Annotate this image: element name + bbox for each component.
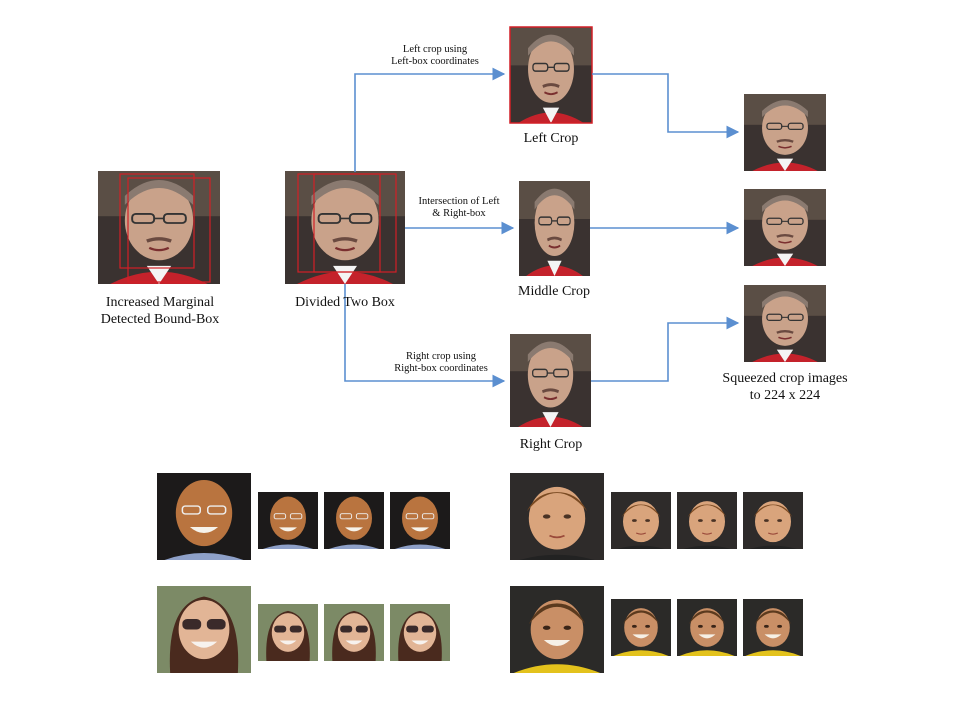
- example-2-original: [510, 473, 604, 560]
- edge-right-label: Right crop using Right-box coordinates: [394, 351, 488, 374]
- example-1-crop-2: [324, 492, 384, 549]
- divided-box-image: [285, 171, 405, 284]
- left-crop-label: Left Crop: [523, 131, 579, 146]
- example-1-crop-1: [258, 492, 318, 549]
- squeezed-image-1: [744, 94, 826, 171]
- left-crop-image: [509, 26, 593, 124]
- arrow-to-left-crop: [354, 67, 506, 172]
- arrows: [344, 67, 740, 388]
- example-3-crop-2: [324, 604, 384, 661]
- example-3-original: [157, 586, 251, 673]
- squeezed-image-2: [744, 189, 826, 266]
- edge-left-label: Left crop using Left-box coordinates: [391, 44, 479, 67]
- arrow-right-to-squeezed: [591, 316, 740, 382]
- example-2-crop-1: [611, 492, 671, 549]
- divided-box-label: Divided Two Box: [295, 295, 395, 310]
- squeezed-label: Squeezed crop images to 224 x 224: [722, 371, 848, 403]
- example-1-crop-3: [390, 492, 450, 549]
- right-crop-label: Right Crop: [519, 437, 583, 452]
- edge-middle-label: Intersection of Left & Right-box: [418, 196, 500, 219]
- example-3-crop-1: [258, 604, 318, 661]
- right-crop-image: [510, 334, 591, 427]
- example-2-crop-2: [677, 492, 737, 549]
- example-4-crop-2: [677, 599, 737, 656]
- example-4-crop-1: [611, 599, 671, 656]
- squeezed-image-3: [744, 285, 826, 362]
- arrow-to-right-crop: [344, 284, 506, 388]
- arrow-left-to-squeezed: [592, 73, 740, 139]
- middle-crop-image: [519, 181, 590, 276]
- example-3-crop-3: [390, 604, 450, 661]
- example-1-original: [157, 473, 251, 560]
- detected-box-label: Increased Marginal Detected Bound-Box: [100, 295, 220, 327]
- example-2-crop-3: [743, 492, 803, 549]
- example-4-crop-3: [743, 599, 803, 656]
- example-4-original: [510, 586, 604, 673]
- middle-crop-label: Middle Crop: [518, 284, 590, 299]
- detected-box-image: [98, 171, 220, 284]
